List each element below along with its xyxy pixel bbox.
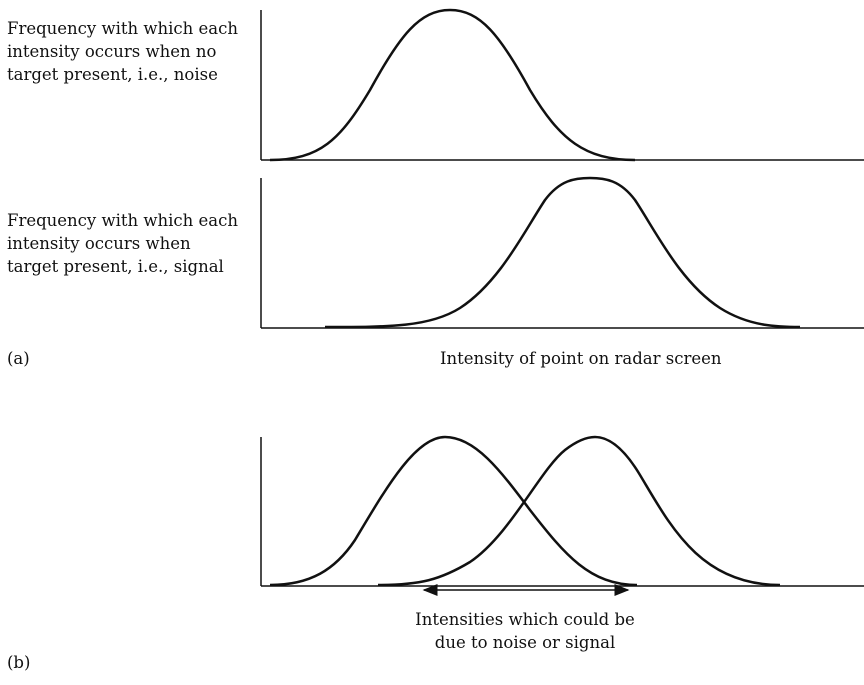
x-axis-label: Intensity of point on radar screen bbox=[440, 349, 722, 368]
noise-distribution-label: Frequency with which each intensity occu… bbox=[7, 17, 238, 86]
overlap-signal-curve bbox=[377, 435, 781, 587]
signal-distribution-label: Frequency with which each intensity occu… bbox=[7, 209, 238, 278]
noise-plot bbox=[260, 8, 864, 162]
noise-curve bbox=[269, 8, 636, 162]
noise-label-line-1: Frequency with which each bbox=[7, 19, 238, 38]
overlap-plot bbox=[260, 435, 864, 587]
overlap-noise-curve bbox=[269, 435, 638, 587]
signal-plot bbox=[260, 176, 864, 329]
panel-a-letter: (a) bbox=[7, 349, 30, 368]
panel-b-letter: (b) bbox=[7, 653, 31, 672]
signal-label-line-3: target present, i.e., signal bbox=[7, 257, 224, 276]
overlap-label-line-1: Intensities which could be bbox=[415, 610, 635, 629]
noise-label-line-2: intensity occurs when no bbox=[7, 42, 217, 61]
overlap-label: Intensities which could be due to noise … bbox=[380, 608, 670, 654]
signal-label-line-2: intensity occurs when bbox=[7, 234, 191, 253]
signal-curve bbox=[324, 176, 801, 329]
noise-label-line-3: target present, i.e., noise bbox=[7, 65, 218, 84]
signal-label-line-1: Frequency with which each bbox=[7, 211, 238, 230]
overlap-label-line-2: due to noise or signal bbox=[434, 633, 616, 652]
